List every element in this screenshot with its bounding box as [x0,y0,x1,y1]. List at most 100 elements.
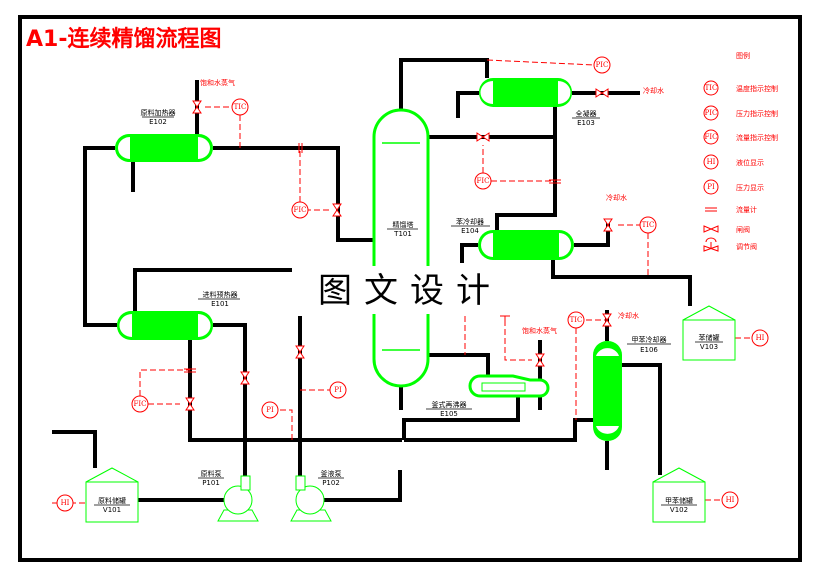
label-v103-name: 苯储罐 [699,333,720,342]
instrument-tic: TIC [639,216,657,234]
pipe-segment [213,323,247,476]
instrument-tic: TIC [567,311,585,329]
instrument-pi: PI [261,401,279,419]
signal-line [486,59,596,66]
pipe-segment [428,353,490,376]
pipe-segment [188,340,402,442]
valve-icon [595,88,609,98]
valve-icon [602,313,612,327]
instrument-hi: HI [56,494,74,512]
instrument-tag: PI [334,386,342,394]
valve-icon [240,371,250,385]
condenser-e103 [479,78,572,107]
legend-item: 闸阀 [703,225,750,234]
tank-v103 [682,305,736,361]
valve-icon [535,353,545,367]
valve-body [703,245,719,252]
signal-line [139,369,190,396]
legend-label: 流量计 [736,205,757,214]
instrument-bubble-icon [639,216,657,234]
pipe-segment [310,470,402,502]
legend-label: 液位显示 [736,158,764,167]
pipe-segment [551,260,692,306]
instrument-tag: TIC [570,316,583,324]
instrument-hi: HI [751,329,769,347]
reboiler-e105 [468,374,550,398]
pipe-segment [213,146,374,242]
legend-label: 压力指示控制 [736,109,778,118]
pipe-segment [460,243,478,263]
instrument-tag: PIC [596,61,609,69]
instrument-fic: FIC [474,172,492,190]
label-e102-id: E102 [149,118,167,126]
column-t101 [372,108,430,388]
legend-symbol: PI [707,183,715,191]
valve-icon [192,100,202,114]
pipe-segment [622,363,662,475]
label-p102-name: 釜液泵 [321,469,342,478]
instrument-tag: FIC [477,177,490,185]
actuator [705,237,717,248]
signal-line [504,320,532,361]
stream-cooling-water-e103: 冷却水 [643,86,664,95]
pipe-segment [574,220,610,247]
watermark-background [296,266,520,314]
drawing-frame [18,15,802,562]
valves [184,88,613,411]
instrument-tag: HI [756,334,765,342]
label-e106-name: 甲苯冷却器 [632,335,667,344]
label-e101-id: E101 [211,300,229,308]
label-v101-name: 原料储罐 [98,496,126,505]
pipe-segment [402,396,520,440]
flowmeter [184,368,196,373]
legend-control-valve-icon [703,237,719,252]
equipment-group [85,78,736,523]
instrument-bubble-icon [261,401,279,419]
diagram-title: A1-连续精馏流程图 [26,26,221,52]
legend-title: 图例 [736,51,750,60]
label-e103-id: E103 [577,119,595,127]
instrument-tag: TIC [642,221,655,229]
heat-exchanger-e102 [115,134,213,162]
cooler-e104 [478,230,574,260]
label-e101-name: 进料预热器 [203,290,238,299]
valve-icon [185,397,195,411]
label-p101-id: P101 [202,479,220,487]
instrument-bubble-icon [721,491,739,509]
cooler-e106 [593,341,622,441]
equipment-labels: 原料加热器 E102 进料预热器 E101 精馏塔 T101 全凝器 E103 … [94,108,723,514]
valve [602,313,612,327]
valve [332,203,342,217]
legend-hi-icon [703,154,719,170]
flowmeter [298,143,303,153]
instrument-bubble-icon [474,172,492,190]
stream-cooling-water-e104: 冷却水 [606,193,627,202]
label-e104-name: 苯冷却器 [456,217,484,226]
tank-v101 [85,467,139,523]
valve-icon [332,203,342,217]
legend-item: 调节阀 [703,237,757,252]
instrument-fic: FIC [291,201,309,219]
label-e103-name: 全凝器 [576,109,597,118]
valve [185,397,195,411]
watermark: 图文设计 [318,271,502,311]
legend-label: 温度指示控制 [736,84,778,93]
pipe-segment [399,58,489,110]
label-v102-name: 甲苯储罐 [665,496,693,505]
instrument-tag: FIC [294,206,307,214]
instrument-bubble-icon [56,494,74,512]
instrument-bubble-icon [231,98,249,116]
pipe-segment [133,268,292,311]
flowmeter [549,179,561,184]
valve [240,371,250,385]
pump-p101 [217,475,259,522]
valve-icon [476,132,490,142]
pipe-segment [560,418,593,442]
label-p101-name: 原料泵 [201,469,222,478]
valve [595,88,609,98]
